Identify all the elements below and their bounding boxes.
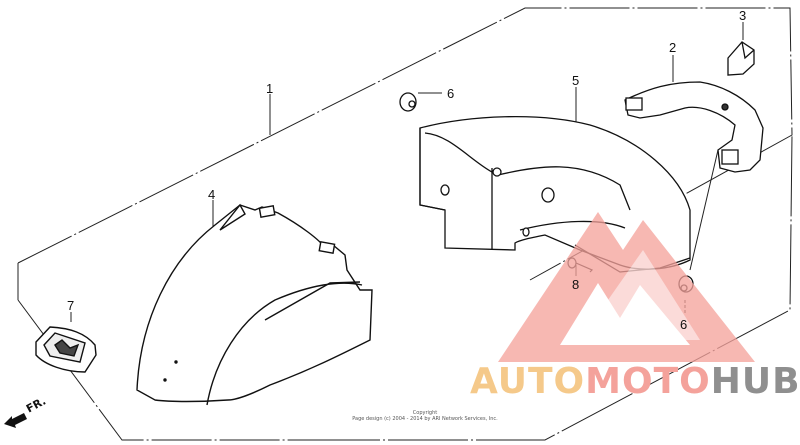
- fr-arrow-icon: [4, 413, 27, 428]
- part-4-front-fender: [136, 203, 373, 406]
- callout-3[interactable]: 3: [739, 8, 747, 23]
- watermark-hub: HUB: [710, 361, 800, 402]
- callout-5[interactable]: 5: [572, 73, 580, 88]
- callout-7[interactable]: 7: [67, 298, 75, 313]
- watermark-auto: AUTO: [470, 361, 586, 402]
- part-7-reflector: [35, 326, 97, 373]
- watermark-triangle: [498, 212, 755, 362]
- copyright-line-2: Page design (c) 2004 - 2014 by ARI Netwo…: [352, 416, 498, 423]
- part-2-grip: [624, 81, 764, 173]
- callout-8[interactable]: 8: [572, 277, 580, 292]
- callout-1[interactable]: 1: [266, 81, 274, 96]
- part-3-cap: [727, 41, 755, 76]
- callout-6-bottom[interactable]: 6: [680, 317, 688, 332]
- part-5-inner-fender: [419, 115, 691, 273]
- callout-2[interactable]: 2: [669, 40, 677, 55]
- part-6-grommet-top: [399, 92, 417, 112]
- watermark-moto: MOTO: [585, 361, 711, 402]
- copyright-line-1: Copyright: [412, 410, 438, 416]
- callout-4[interactable]: 4: [208, 187, 216, 202]
- watermark-logo: AUTOMOTOHUB: [470, 364, 800, 400]
- callout-6-top[interactable]: 6: [447, 86, 455, 101]
- copyright-notice: Copyright Page design (c) 2004 - 2014 by…: [300, 410, 550, 423]
